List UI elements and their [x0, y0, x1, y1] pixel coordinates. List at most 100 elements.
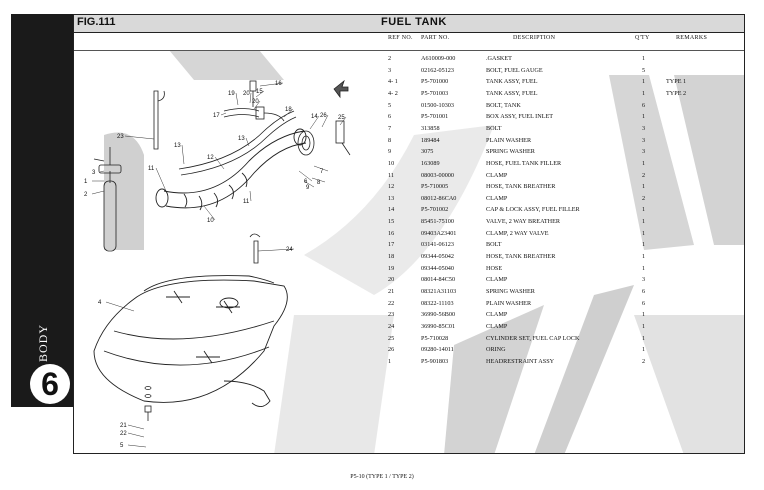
callout-number: 18 — [285, 107, 292, 113]
cell-desc: HOSE, TANK BREATHER — [486, 253, 556, 261]
cell-desc: PLAIN WASHER — [486, 136, 532, 144]
cell-qty: 1 — [642, 78, 646, 86]
cell-qty: 1 — [642, 206, 646, 214]
callout-leader — [91, 190, 105, 195]
cell-desc: TANK ASSY, FUEL — [486, 89, 538, 97]
fuel-tank — [93, 275, 288, 407]
callout-number: 13 — [174, 143, 181, 149]
header-band: FIG.111 FUEL TANK — [74, 15, 744, 33]
page-footer: P5-10 (TYPE 1 / TYPE 2) — [350, 474, 414, 480]
cell-ref: 5 — [388, 101, 392, 109]
cell-qty: 3 — [642, 124, 646, 132]
callout-leader — [245, 137, 250, 147]
cell-qty: 2 — [642, 357, 646, 365]
cell-desc: CAP & LOCK ASSY, FUEL FILLER — [486, 206, 580, 214]
callout-number: 20 — [252, 99, 259, 105]
cell-desc: CLAMP — [486, 194, 508, 202]
cell-qty: 3 — [642, 148, 646, 156]
callout-number: 4 — [98, 300, 102, 306]
callout-leader — [214, 156, 225, 170]
background-watermark — [104, 50, 744, 453]
callout-number: 3 — [92, 170, 96, 176]
callout-number: 15 — [256, 89, 263, 95]
cell-part: 36990-56B00 — [421, 311, 456, 319]
cell-ref: 19 — [388, 264, 395, 272]
cell-part: P5-710028 — [421, 334, 449, 342]
cell-ref: 8 — [388, 136, 392, 144]
cell-part: 3075 — [421, 148, 434, 156]
cell-part: 163089 — [421, 159, 440, 167]
cell-part: 02162-05123 — [421, 66, 454, 74]
exploded-diagram: 1234567891011111213131415161718192020212… — [84, 79, 351, 449]
callout-leader — [203, 205, 216, 221]
cell-part: 08322-11103 — [421, 299, 454, 307]
cell-part: P5-701000 — [421, 78, 449, 86]
cell-desc: BOLT, TANK — [486, 101, 521, 109]
cell-qty: 1 — [642, 55, 646, 62]
callout-leader — [298, 170, 313, 182]
cell-ref: 11 — [388, 171, 394, 179]
cell-part: 189484 — [421, 136, 440, 144]
figure-number: FIG.111 — [77, 16, 116, 28]
figure-title: FUEL TANK — [381, 16, 447, 28]
callout-leader — [321, 114, 329, 128]
cell-ref: 22 — [388, 299, 395, 307]
cell-part: P5-901803 — [421, 357, 449, 365]
cell-part: 09344-05042 — [421, 253, 454, 261]
callout-number: 11 — [148, 166, 155, 172]
cell-remarks: TYPE 2 — [666, 89, 687, 97]
callout-leader — [303, 180, 315, 188]
callout-leader — [249, 190, 252, 202]
col-part: PART NO. — [421, 35, 450, 41]
callout-leader — [127, 432, 145, 438]
cell-ref: 14 — [388, 206, 395, 214]
callout-number: 10 — [207, 218, 214, 224]
callout-leader — [124, 135, 155, 140]
cell-ref: 16 — [388, 229, 395, 237]
cell-qty: 1 — [642, 159, 646, 167]
cell-qty: 6 — [642, 288, 646, 295]
clamp-24 — [249, 233, 261, 264]
cell-desc: CLAMP, 2 WAY VALVE — [486, 229, 549, 237]
callout-leader — [127, 424, 145, 430]
cell-part: 85451-75100 — [421, 218, 454, 226]
cell-ref: 1 — [388, 357, 392, 365]
callout-leader — [339, 116, 347, 126]
cell-qty: 5 — [642, 66, 646, 74]
col-qty: Q'TY — [635, 35, 650, 41]
cell-desc: ORING — [486, 346, 506, 354]
cell-ref: 4- 1 — [388, 78, 398, 86]
cell-qty: 3 — [642, 136, 646, 144]
cell-qty: 1 — [642, 113, 646, 121]
cell-ref: 17 — [388, 241, 395, 249]
callout-leader — [127, 444, 147, 448]
cell-desc: TANK ASSY, FUEL — [486, 78, 538, 86]
cell-qty: 3 — [642, 276, 646, 284]
callout-leader — [283, 108, 294, 118]
callout-leader — [155, 167, 167, 192]
chapter-number: 6 — [41, 366, 59, 402]
cell-desc: CYLINDER SET, FUEL CAP LOCK — [486, 334, 580, 342]
cell-desc: HOSE, TANK BREATHER — [486, 183, 556, 191]
callout-leader — [255, 90, 265, 98]
cell-desc: .GASKET — [486, 55, 512, 62]
cell-qty: 1 — [642, 241, 646, 249]
cell-qty: 2 — [642, 171, 646, 179]
cell-desc: CLAMP — [486, 311, 508, 319]
cell-part: 03141-06123 — [421, 241, 454, 249]
